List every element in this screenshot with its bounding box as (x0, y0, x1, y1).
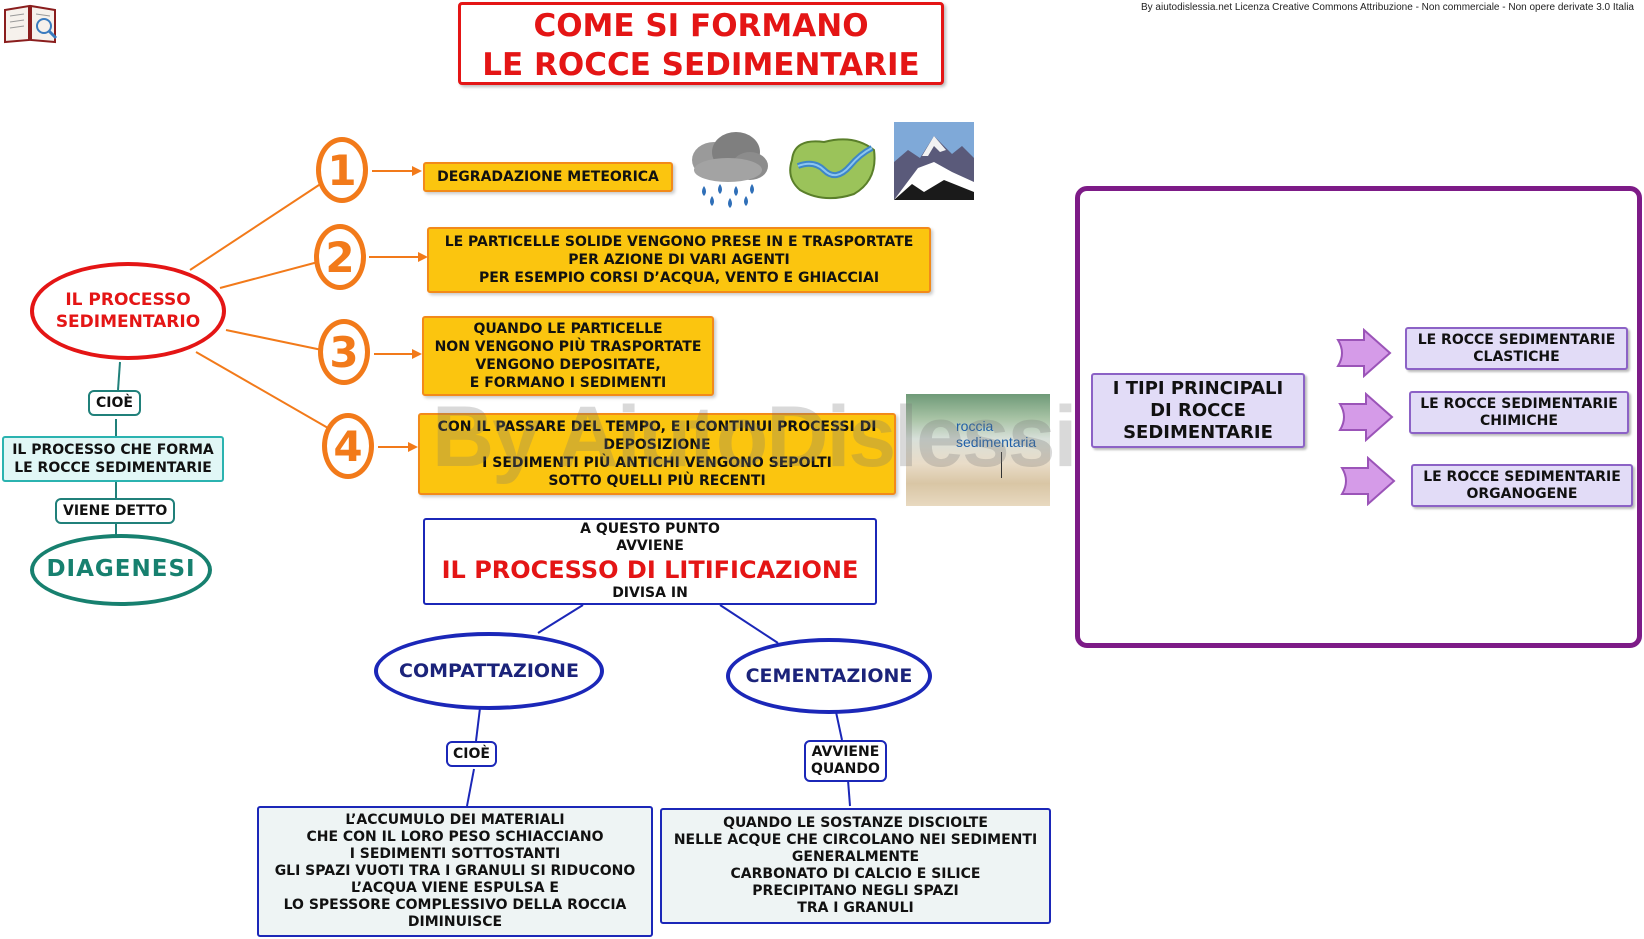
main-title: COME SI FORMANO LE ROCCE SEDIMENTARIE (458, 2, 944, 85)
license-text: By aiutodislessia.net Licenza Creative C… (1140, 2, 1634, 13)
type2-line2: CHIMICHE (1480, 412, 1558, 429)
photo-arrow-icon (1001, 452, 1002, 478)
definition-node: IL PROCESSO CHE FORMA LE ROCCE SEDIMENTA… (2, 436, 224, 482)
link-label-viene-detto: VIENE DETTO (55, 498, 176, 525)
definition-line2: LE ROCCE SEDIMENTARIE (14, 460, 212, 476)
step3-line1: QUANDO LE PARTICELLE (473, 320, 663, 337)
compaction-description: L’ACCUMULO DEI MATERIALI CHE CON IL LORO… (257, 806, 653, 937)
lithification-line2: AVVIENE (616, 538, 684, 554)
compaction-node: COMPATTAZIONE (374, 632, 604, 710)
title-line1: COME SI FORMANO (533, 8, 869, 44)
title-line2: LE ROCCE SEDIMENTARIE (482, 47, 920, 83)
cementation-link-avviene-quando: AVVIENE QUANDO (804, 740, 887, 782)
cementation-line6: TRA I GRANULI (797, 900, 914, 916)
compaction-line2: CHE CON IL LORO PESO SCHIACCIANO (306, 829, 604, 845)
cementation-line4: CARBONATO DI CALCIO E SILICE (730, 866, 981, 882)
step-box-3: QUANDO LE PARTICELLE NON VENGONO PIÙ TRA… (422, 316, 714, 396)
arrow-right-icon-3 (1340, 455, 1396, 507)
step4-line2: DEPOSIZIONE (603, 436, 711, 453)
step1-line1: DEGRADAZIONE METEORICA (437, 168, 659, 185)
step3-line2: NON VENGONO PIÙ TRASPORTATE (434, 338, 702, 355)
link-process-step2 (219, 261, 319, 289)
cementation-link-line1: AVVIENE (811, 744, 880, 760)
type-item-organogene: LE ROCCE SEDIMENTARIE ORGANOGENE (1411, 464, 1633, 507)
type2-line1: LE ROCCE SEDIMENTARIE (1420, 395, 1618, 412)
step-number-3: 3 (318, 319, 370, 385)
step-box-2: LE PARTICELLE SOLIDE VENGONO PRESE IN E … (427, 227, 931, 293)
type3-line1: LE ROCCE SEDIMENTARIE (1423, 468, 1621, 485)
cementation-description: QUANDO LE SOSTANZE DISCIOLTE NELLE ACQUE… (660, 808, 1051, 924)
step2-line1: LE PARTICELLE SOLIDE VENGONO PRESE IN E … (444, 233, 914, 250)
cementation-line5: PRECIPITANO NEGLI SPAZI (752, 883, 959, 899)
step3-line3: VENGONO DEPOSITATE, (475, 357, 661, 373)
photo-caption-line1: roccia (956, 418, 994, 434)
step-number-1: 1 (316, 137, 368, 203)
step-box-4: CON IL PASSARE DEL TEMPO, E I CONTINUI P… (418, 413, 896, 495)
process-line2: SEDIMENTARIO (55, 312, 201, 332)
sediment-photo: roccia sedimentaria (906, 394, 1050, 506)
type1-line2: CLASTICHE (1473, 348, 1560, 365)
compaction-line1: L’ACCUMULO DEI MATERIALI (345, 812, 565, 828)
step2-line2: PER AZIONE DI VARI AGENTI (568, 251, 790, 268)
lithification-line1: A QUESTO PUNTO (580, 521, 720, 537)
step-number-4: 4 (322, 413, 374, 479)
link-process-step4 (195, 351, 329, 429)
process-line1: IL PROCESSO (65, 289, 191, 310)
rain-cloud-icon (684, 128, 772, 208)
compaction-line6: LO SPESSORE COMPLESSIVO DELLA ROCCIA (283, 897, 627, 913)
compaction-line3: I SEDIMENTI SOTTOSTANTI (349, 846, 561, 862)
cementation-node: CEMENTAZIONE (726, 638, 932, 714)
mountain-icon (894, 122, 974, 200)
step4-line4: SOTTO QUELLI PIÙ RECENTI (548, 473, 766, 490)
step3-line4: E FORMANO I SEDIMENTI (469, 375, 667, 392)
lithification-node: A QUESTO PUNTO AVVIENE IL PROCESSO DI LI… (423, 518, 877, 605)
compaction-line5: L’ACQUA VIENE ESPULSA E (351, 880, 559, 896)
types-main-line2: DI ROCCE (1150, 399, 1246, 421)
type-item-clastiche: LE ROCCE SEDIMENTARIE CLASTICHE (1405, 327, 1628, 370)
step-box-1: DEGRADAZIONE METEORICA (423, 162, 673, 192)
river-map-icon (784, 130, 880, 204)
compaction-link-cioe: CIOÈ (446, 741, 497, 768)
step2-line3: PER ESEMPIO CORSI D’ACQUA, VENTO E GHIAC… (478, 270, 880, 287)
photo-caption-line2: sedimentaria (956, 434, 1037, 450)
types-main-line3: SEDIMENTARIE (1123, 421, 1273, 443)
type1-line1: LE ROCCE SEDIMENTARIE (1417, 331, 1616, 348)
type-item-chimiche: LE ROCCE SEDIMENTARIE CHIMICHE (1409, 391, 1629, 434)
definition-line1: IL PROCESSO CHE FORMA (12, 441, 214, 458)
step-number-2: 2 (314, 224, 366, 290)
cementation-line1: QUANDO LE SOSTANZE DISCIOLTE (723, 815, 988, 831)
compaction-line7: DIMINUISCE (407, 914, 503, 930)
step4-line3: I SEDIMENTI PIÙ ANTICHI VENGONO SEPOLTI (482, 455, 832, 471)
process-node: IL PROCESSO SEDIMENTARIO (30, 262, 226, 360)
arrow-right-icon-1 (1336, 327, 1392, 379)
lithification-main: IL PROCESSO DI LITIFICAZIONE (441, 556, 859, 584)
link-process-step1 (189, 182, 323, 271)
cementation-line3: GENERALMENTE (791, 849, 920, 865)
photo-caption: roccia sedimentaria (956, 418, 1036, 450)
link-label-cioe: CIOÈ (88, 390, 141, 417)
cementation-link-line2: QUANDO (811, 761, 880, 777)
types-main-node: I TIPI PRINCIPALI DI ROCCE SEDIMENTARIE (1091, 373, 1305, 448)
cementation-line2: NELLE ACQUE CHE CIRCOLANO NEI SEDIMENTI (673, 832, 1038, 848)
arrow-right-icon-2 (1338, 391, 1394, 443)
diagenesi-node: DIAGENESI (30, 534, 212, 606)
type3-line2: ORGANOGENE (1466, 485, 1578, 502)
types-main-line1: I TIPI PRINCIPALI (1112, 377, 1284, 399)
lithification-line3: DIVISA IN (612, 585, 688, 601)
compaction-line4: GLI SPAZI VUOTI TRA I GRANULI SI RIDUCON… (274, 863, 636, 879)
link-process-step3 (225, 329, 323, 351)
step4-line1: CON IL PASSARE DEL TEMPO, E I CONTINUI P… (437, 418, 877, 435)
book-logo-icon (2, 2, 58, 44)
